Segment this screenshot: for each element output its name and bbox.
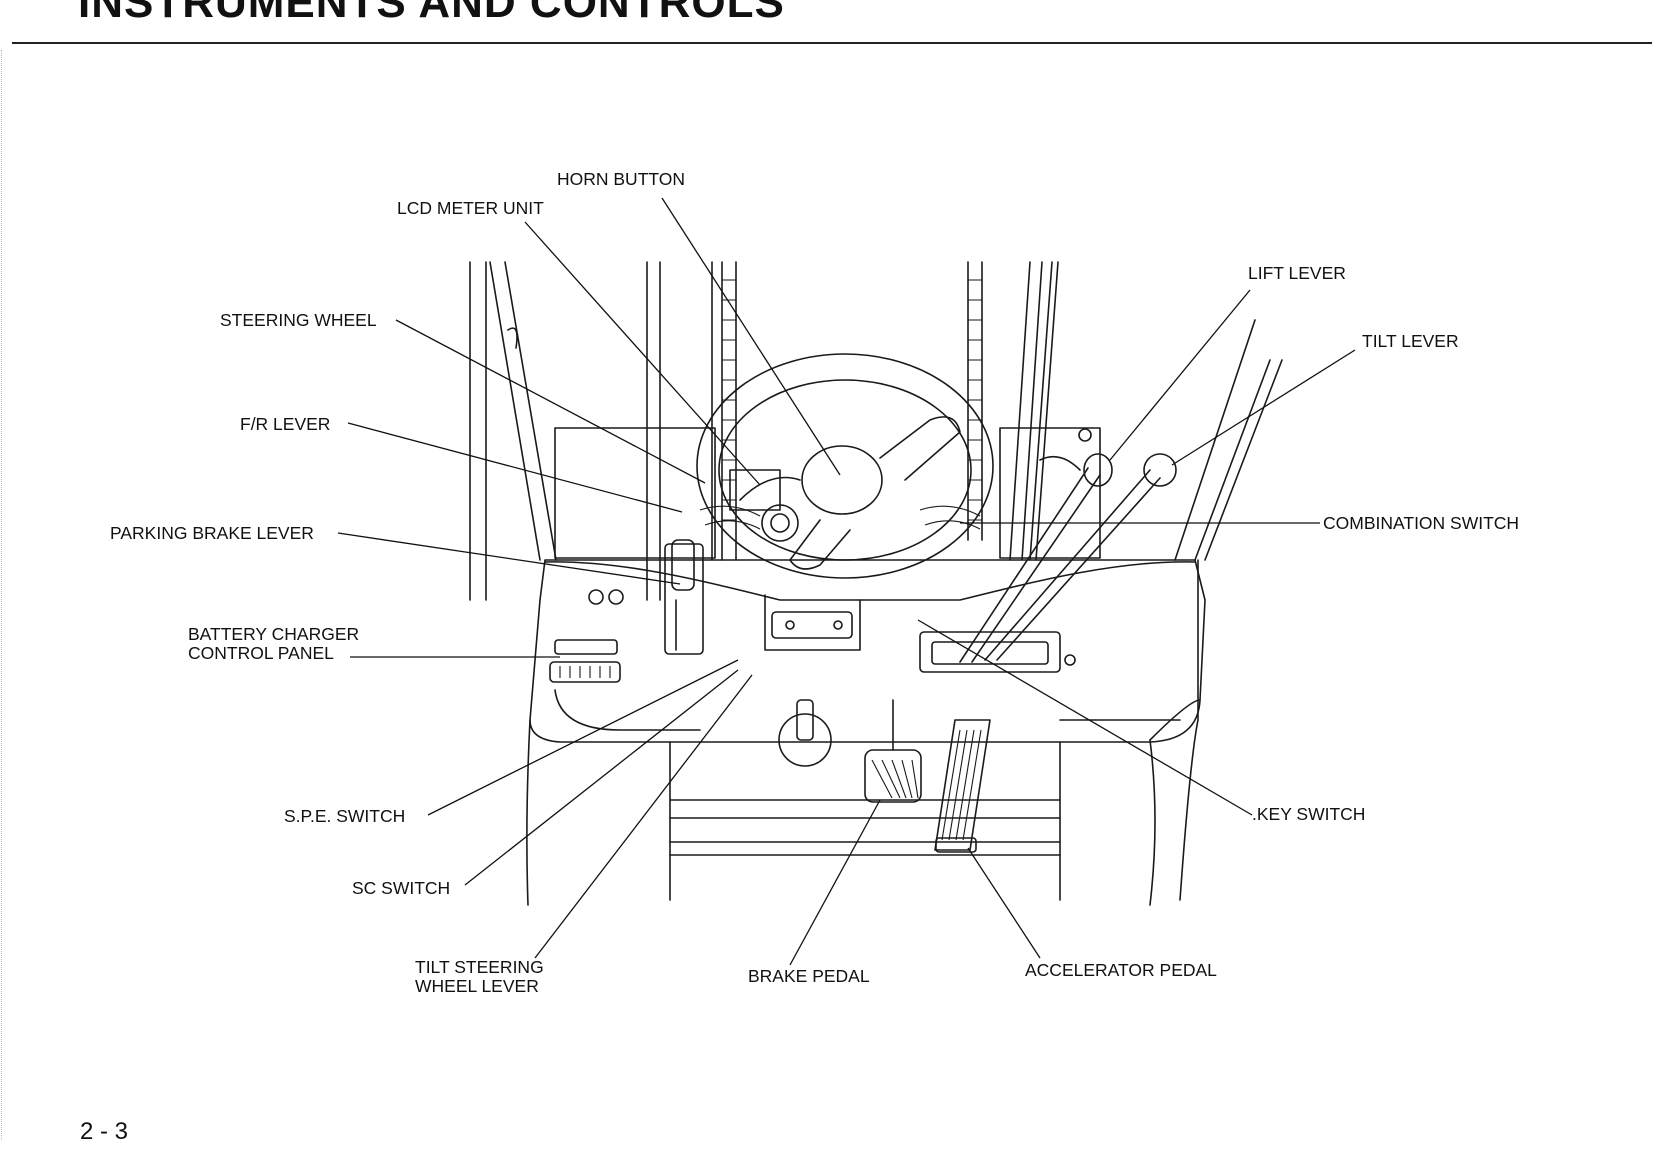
label-spe-switch: S.P.E. SWITCH [284, 806, 405, 826]
label-lift-lever: LIFT LEVER [1248, 263, 1346, 283]
page-number: 2 - 3 [80, 1118, 128, 1146]
floor-pedals-drawing [527, 560, 1200, 905]
label-battery-charger-line2: CONTROL PANEL [188, 643, 334, 663]
steering-wheel-drawing [697, 354, 993, 578]
label-tilt-steering-line1: TILT STEERING [415, 957, 544, 977]
label-horn-button: HORN BUTTON [557, 169, 685, 189]
label-combination-switch: COMBINATION SWITCH [1323, 513, 1519, 533]
label-steering-wheel: STEERING WHEEL [220, 310, 377, 330]
label-battery-charger-line1: BATTERY CHARGER [188, 624, 359, 644]
label-fr-lever: F/R LEVER [240, 414, 330, 434]
label-parking-brake-lever: PARKING BRAKE LEVER [110, 523, 314, 543]
mast-drawing [470, 262, 1282, 600]
label-lcd-meter-unit: LCD METER UNIT [397, 198, 544, 218]
dashboard-drawing [530, 428, 1205, 742]
label-tilt-lever: TILT LEVER [1362, 331, 1459, 351]
label-brake-pedal: BRAKE PEDAL [748, 966, 870, 986]
label-sc-switch: SC SWITCH [352, 878, 450, 898]
leader-lines [338, 198, 1355, 965]
label-accelerator-pedal: ACCELERATOR PEDAL [1025, 960, 1217, 980]
label-key-switch: .KEY SWITCH [1252, 804, 1365, 824]
label-tilt-steering-line2: WHEEL LEVER [415, 976, 539, 996]
